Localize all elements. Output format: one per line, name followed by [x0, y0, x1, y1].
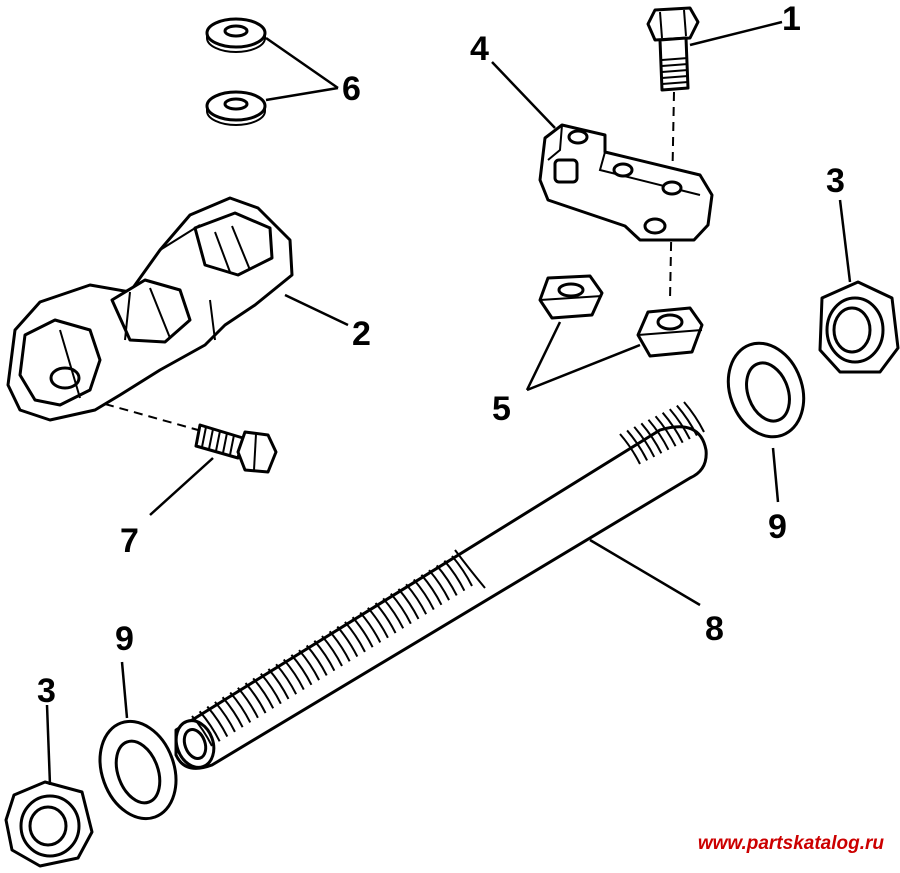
shaft-thread-upper: [619, 401, 705, 465]
shaft-thread-lower: [191, 555, 473, 747]
washer-part-9-left: [98, 719, 178, 821]
housing-part-2: [6, 196, 294, 422]
bolt-alignment-line: [669, 91, 675, 301]
bolt-part-1: [646, 6, 700, 92]
leader-lines: [45, 20, 852, 786]
nut-part-3-right: [818, 280, 900, 374]
washer-part-6-top: [205, 17, 267, 53]
callout-5: 5: [492, 390, 511, 428]
callout-6: 6: [342, 70, 361, 108]
watermark: www.partskatalog.ru: [697, 833, 884, 854]
bracket-part-4: [538, 123, 714, 242]
nut-part-5-right: [636, 306, 704, 358]
bolt-part-7: [194, 423, 278, 474]
callout-9-left: 9: [115, 620, 134, 658]
callout-9-right: 9: [768, 508, 787, 546]
washer-part-6-bottom: [205, 90, 267, 126]
nut-part-3-left: [4, 780, 94, 868]
shaft-part-8: [174, 401, 708, 770]
callout-8: 8: [705, 610, 724, 648]
callout-7: 7: [120, 522, 139, 560]
washer-part-9-right: [726, 341, 806, 439]
callout-3-left: 3: [37, 672, 56, 710]
housing-bolt-alignment-line: [104, 403, 199, 431]
callout-4: 4: [470, 30, 489, 68]
callout-3-right: 3: [826, 162, 845, 200]
nut-part-5-left: [538, 274, 604, 320]
callout-2: 2: [352, 315, 371, 353]
callout-1: 1: [782, 0, 801, 38]
